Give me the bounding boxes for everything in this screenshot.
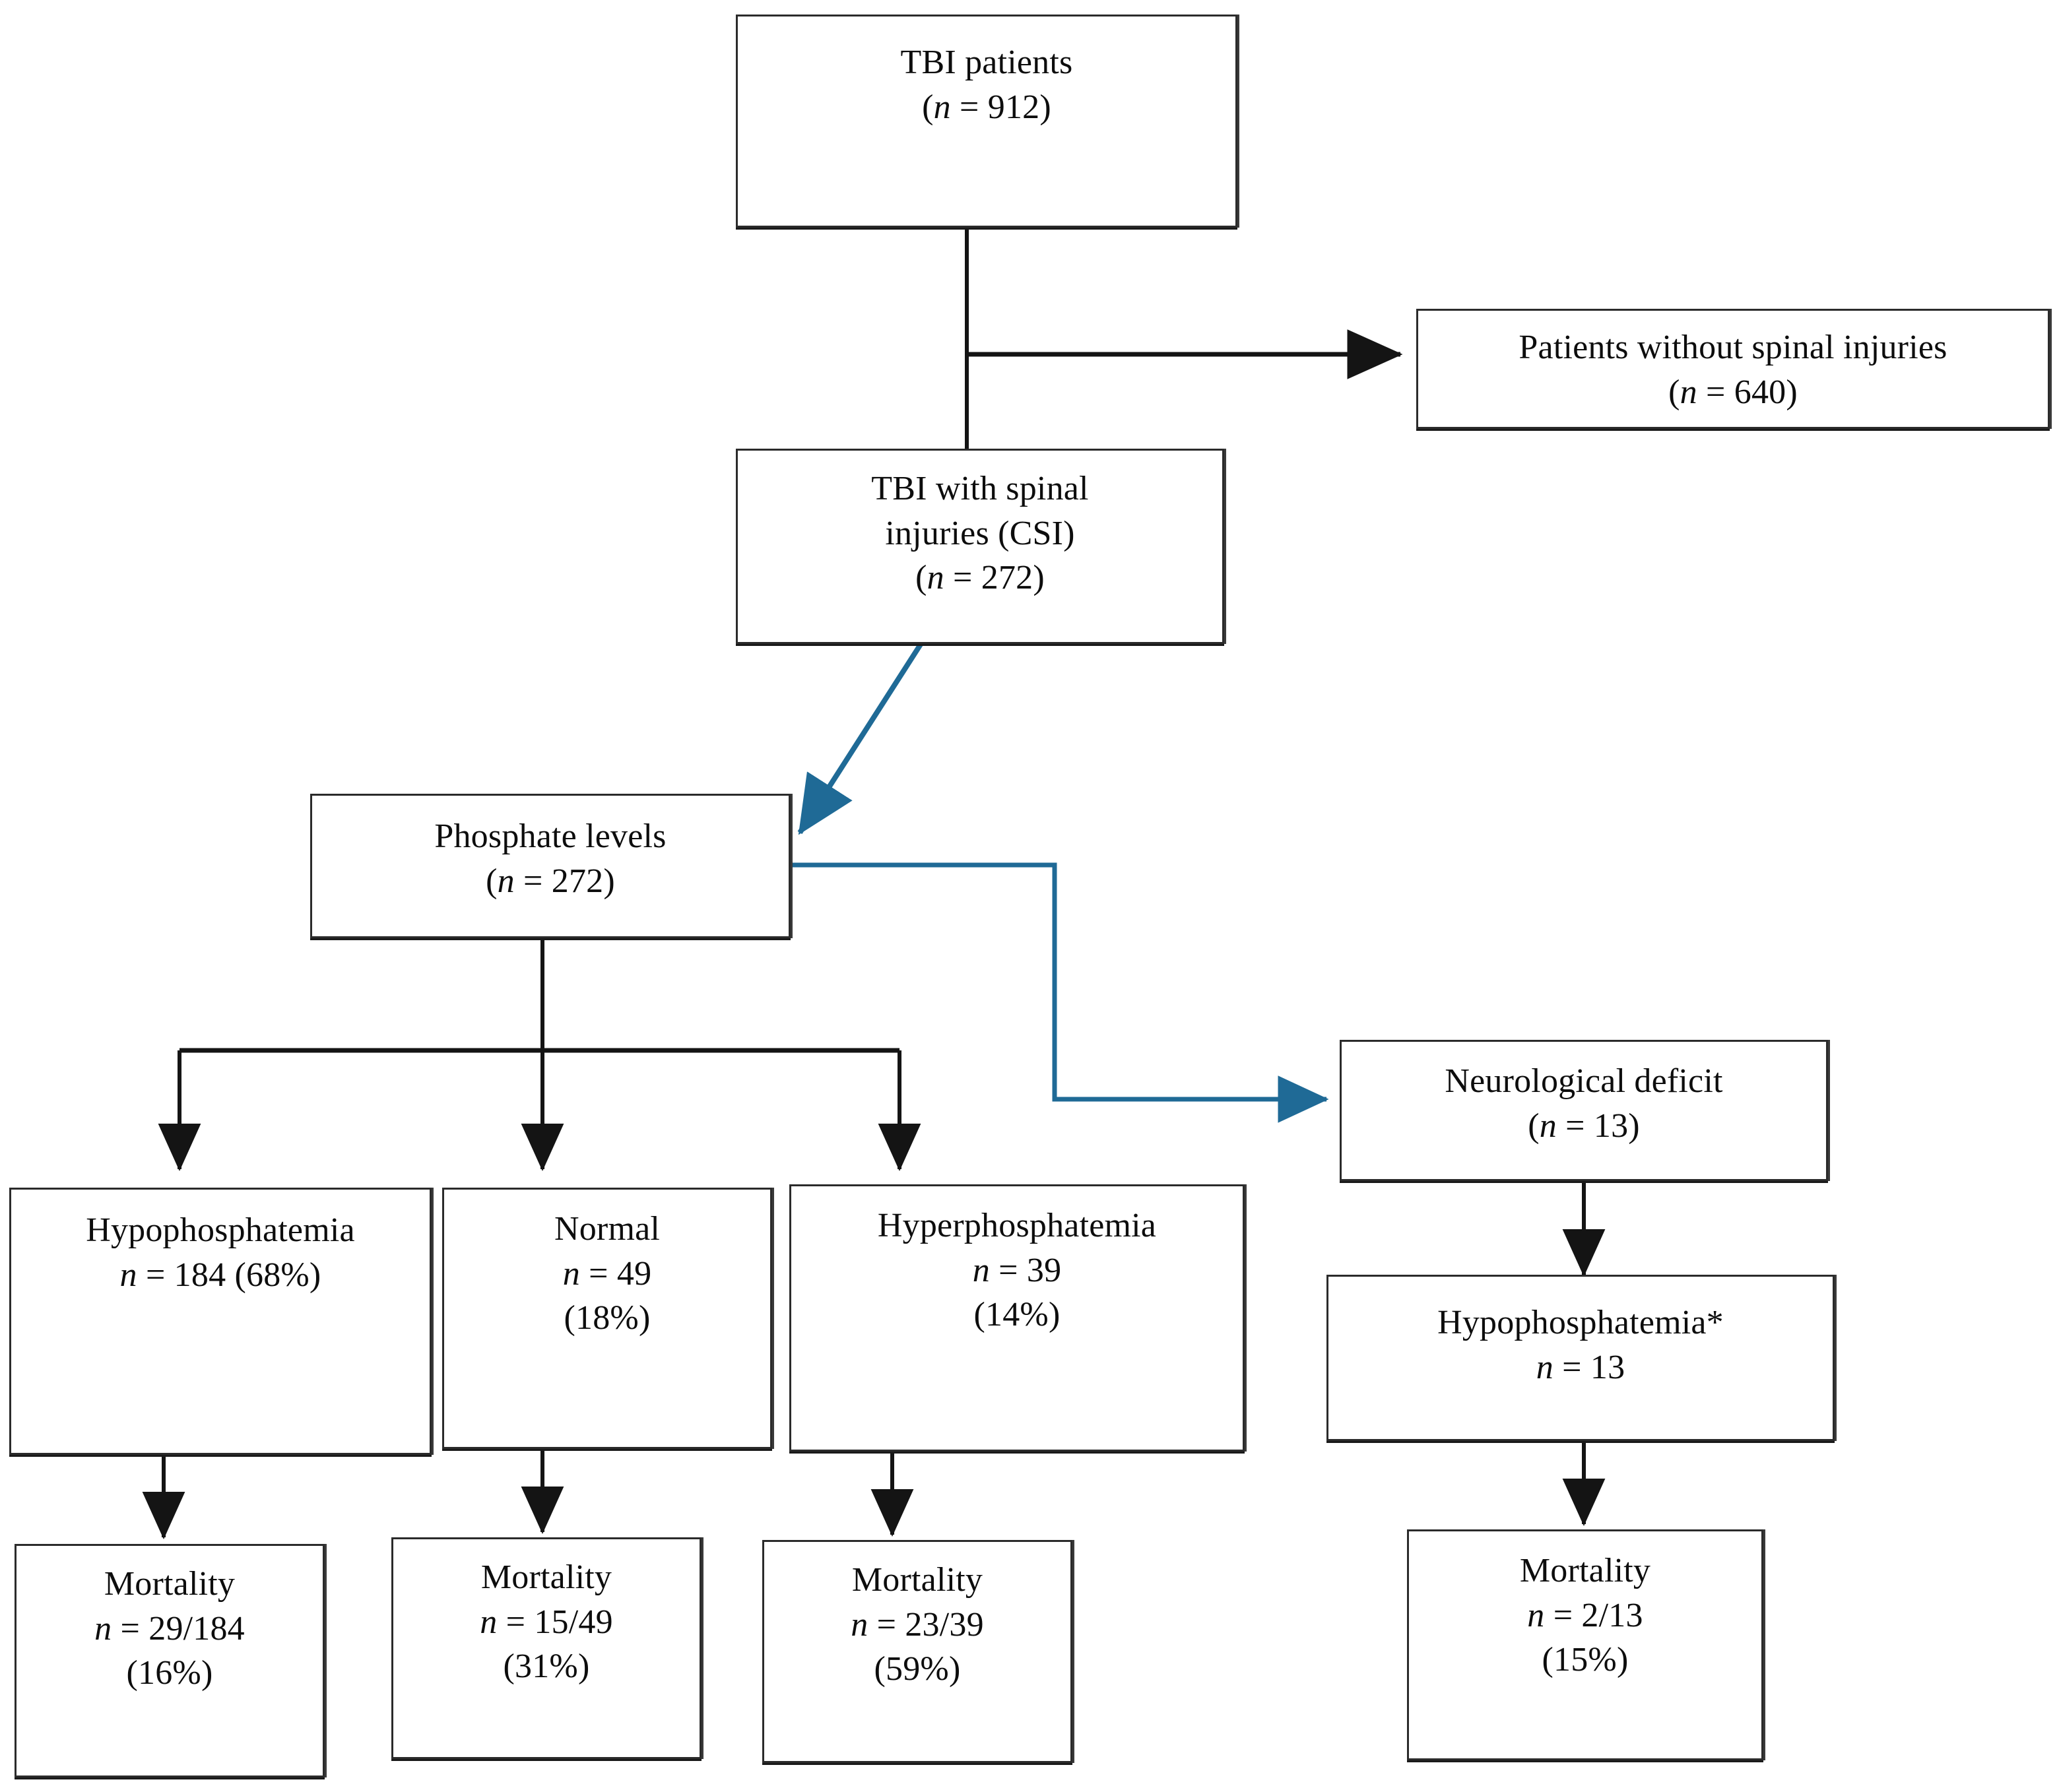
node-hypophosphatemia-nd[interactable]: Hypophosphatemia* n = 13 <box>1326 1275 1835 1441</box>
node-hypophosphatemia[interactable]: Hypophosphatemia n = 184 (68%) <box>9 1188 432 1455</box>
node-line: n = 13 <box>1536 1348 1625 1386</box>
node-line: Phosphate levels <box>434 817 667 855</box>
node-line: injuries (CSI) <box>885 514 1075 552</box>
node-line: n = 49 <box>562 1254 652 1293</box>
node-phosphate-levels[interactable]: Phosphate levels (n = 272) <box>310 794 791 938</box>
node-line: n = 15/49 <box>480 1603 613 1641</box>
node-line: n = 39 <box>972 1251 1062 1289</box>
node-line: (15%) <box>1542 1641 1629 1679</box>
node-line: Mortality <box>851 1561 983 1599</box>
node-line: n = 23/39 <box>851 1605 984 1644</box>
node-normal[interactable]: Normal n = 49 (18%) <box>442 1188 772 1449</box>
node-hyperphosphatemia[interactable]: Hyperphosphatemia n = 39 (14%) <box>789 1184 1245 1452</box>
node-line: Mortality <box>480 1558 612 1596</box>
node-line: (n = 13) <box>1528 1106 1640 1145</box>
node-line: Hypophosphatemia* <box>1437 1304 1724 1341</box>
node-tbi-patients[interactable]: TBI patients (n = 912) <box>736 15 1237 228</box>
node-tbi-with-csi[interactable]: TBI with spinal injuries (CSI) (n = 272) <box>736 449 1224 644</box>
node-mortality-normal[interactable]: Mortality n = 15/49 (31%) <box>391 1537 702 1759</box>
node-line: (16%) <box>126 1654 213 1692</box>
node-line: Hypophosphatemia <box>86 1211 355 1249</box>
node-line: (14%) <box>973 1296 1061 1334</box>
edge-phosphate-to-neuro <box>791 862 1329 1123</box>
node-line: Mortality <box>104 1565 236 1603</box>
node-line: Hyperphosphatemia <box>877 1207 1157 1244</box>
node-mortality-hyper[interactable]: Mortality n = 23/39 (59%) <box>762 1540 1072 1763</box>
node-line: (n = 272) <box>915 559 1045 597</box>
node-line: (n = 912) <box>922 88 1051 126</box>
node-line: (31%) <box>503 1648 590 1686</box>
edge-csi-to-phosphate <box>797 641 924 835</box>
node-line: n = 29/184 <box>94 1609 245 1648</box>
node-line: Patients without spinal injuries <box>1519 329 1947 366</box>
node-line: TBI with spinal <box>871 470 1089 507</box>
node-line: (n = 272) <box>486 862 615 900</box>
node-mortality-hypo[interactable]: Mortality n = 29/184 (16%) <box>15 1544 325 1777</box>
node-neurological-deficit[interactable]: Neurological deficit (n = 13) <box>1340 1040 1828 1181</box>
node-line: (59%) <box>874 1650 961 1688</box>
node-line: Mortality <box>1519 1552 1651 1589</box>
node-line: TBI patients <box>900 44 1073 81</box>
node-line: n = 2/13 <box>1527 1596 1643 1634</box>
node-line: Normal <box>554 1210 661 1248</box>
node-line: (18%) <box>564 1299 651 1337</box>
node-line: (n = 640) <box>1668 373 1798 411</box>
node-line: n = 184 (68%) <box>119 1256 321 1294</box>
node-line: Neurological deficit <box>1445 1062 1723 1100</box>
node-mortality-nd[interactable]: Mortality n = 2/13 (15%) <box>1407 1529 1763 1760</box>
node-no-spinal-injuries[interactable]: Patients without spinal injuries (n = 64… <box>1416 309 2050 429</box>
